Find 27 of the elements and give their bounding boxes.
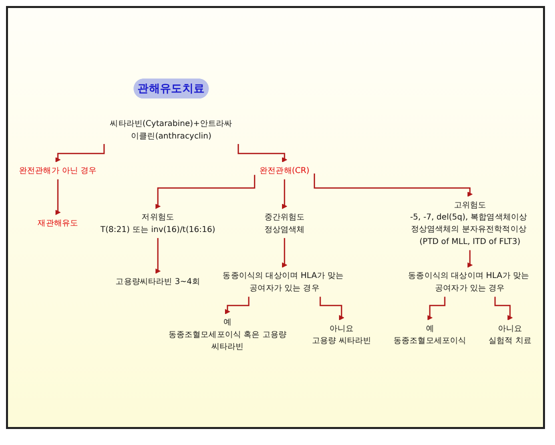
arrow (320, 297, 344, 321)
node-text: 고위험도 -5, -7, del(5q), 복합염색체이상 정상염색체의 분자유전학적이상 (PTD of MLL, ITD of FLT3) (410, 200, 528, 246)
node-text: 재관해유도 (38, 218, 78, 228)
arrow (282, 180, 288, 210)
arrow (155, 175, 256, 210)
node-text: 동종이식의 대상이며 HLA가 맞는 공여자가 있는 경우 (222, 272, 344, 293)
arrow (467, 250, 473, 268)
node-text: 중간위험도 정상염색체 (264, 212, 305, 234)
node-text: 예 동종조혈모세포이식 (393, 324, 466, 346)
node-text: 아니요 실험적 치료 (488, 324, 532, 346)
arrow (427, 297, 446, 321)
arrow (55, 180, 61, 216)
node-text: 씨타라빈(Cytarabine)+안트라싸이클린(anthracyclin) (110, 120, 232, 142)
arrow (238, 144, 288, 163)
arrow (314, 174, 473, 198)
node-text: 저위험도 T(8:21) 또는 inv(16)/t(16:16) (100, 212, 216, 234)
node-text: 아니요 고용량 씨타라빈 (312, 324, 372, 346)
node-text: 예 동종조혈모세포이식 혹은 고용량씨타라빈 (168, 318, 287, 352)
arrow (155, 238, 161, 274)
node-text: 완전관해가 아닌 경우 (18, 166, 97, 176)
node-text: 고용량씨타라빈 3~4회 (116, 278, 200, 287)
arrow (282, 238, 288, 268)
arrow (224, 297, 250, 315)
arrow (494, 297, 513, 321)
node-text: 동종이식의 대상이며 HLA가 맞는 공여자가 있는 경우 (408, 272, 530, 293)
arrow (55, 144, 105, 163)
node-text: 완전관해(CR) (260, 166, 310, 176)
